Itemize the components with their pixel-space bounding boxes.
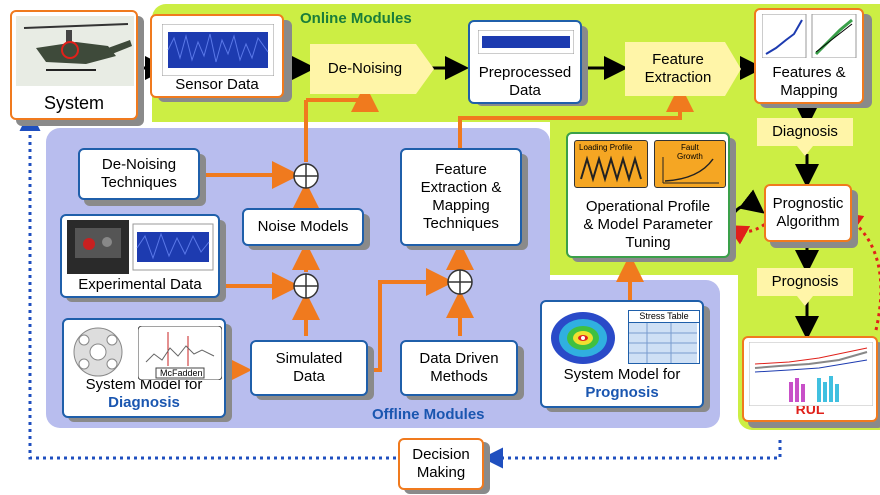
experimental-data-box: Experimental Data bbox=[60, 214, 220, 298]
features-mapping-plots bbox=[762, 14, 857, 58]
fe-techniques-label-3: Mapping bbox=[432, 197, 490, 214]
datadriven-label-2: Methods bbox=[430, 368, 488, 385]
simulated-label-2: Data bbox=[293, 368, 325, 385]
arrow-simulated-to-sum3 bbox=[368, 268, 454, 372]
rul-chart bbox=[749, 342, 873, 406]
feature-extraction-box: Feature Extraction bbox=[625, 42, 731, 96]
diagnosis-label: Diagnosis bbox=[772, 123, 838, 140]
decision-label-2: Making bbox=[416, 464, 466, 481]
prognostic-algorithm-box: Prognostic Algorithm bbox=[764, 184, 852, 242]
sysmodel-prog-label-1: System Model for bbox=[563, 366, 681, 383]
features-mapping-box: Features & Mapping bbox=[754, 8, 864, 104]
datadriven-label-1: Data Driven bbox=[419, 350, 499, 367]
helicopter-icon bbox=[16, 16, 134, 86]
system-label: System bbox=[43, 93, 104, 113]
stress-contour-plot bbox=[551, 312, 615, 364]
fe-techniques-label-2: Extraction & bbox=[420, 179, 502, 196]
experimental-label: Experimental Data bbox=[78, 276, 202, 293]
red-feedback-prognostic-to-operational bbox=[726, 218, 772, 245]
gear-system-diagram bbox=[73, 327, 123, 377]
dn-techniques-label-1: De-Noising bbox=[101, 156, 177, 173]
decision-label-1: Decision bbox=[412, 446, 470, 463]
blue-loop-rul-to-decision bbox=[482, 440, 782, 469]
fe-techniques-label-1: Feature bbox=[435, 161, 487, 178]
system-box: System bbox=[10, 10, 138, 120]
features-mapping-label-2: Mapping bbox=[780, 82, 838, 99]
diagnosis-box: Diagnosis bbox=[757, 118, 853, 146]
prognostic-label-2: Algorithm bbox=[776, 213, 840, 230]
sensor-data-label: Sensor Data bbox=[175, 76, 259, 93]
denoising-box: De-Noising bbox=[310, 44, 420, 94]
noise-models-box: Noise Models bbox=[242, 208, 364, 246]
fault-growth-curve bbox=[662, 157, 719, 184]
denoising-label: De-Noising bbox=[327, 60, 403, 77]
sum-node-1 bbox=[293, 163, 319, 189]
preprocessed-label-2: Data bbox=[509, 82, 541, 99]
loading-profile-wave bbox=[580, 155, 642, 183]
blue-loop-decision-to-system bbox=[19, 110, 396, 460]
fault-growth-panel: Fault Growth bbox=[654, 140, 726, 188]
stress-table-grid bbox=[629, 323, 697, 363]
sensor-data-box: Sensor Data bbox=[150, 14, 284, 98]
sysmodel-diag-label-1: System Model for bbox=[85, 376, 203, 393]
stress-table: Stress Table bbox=[628, 310, 700, 364]
prognosis-callout-shape bbox=[757, 268, 853, 306]
fault-growth-label-1: Fault bbox=[681, 143, 699, 152]
sysmodel-diag-label-2: Diagnosis bbox=[108, 394, 180, 411]
preprocessed-signal-plot bbox=[478, 30, 574, 54]
feature-extraction-arrow-shape bbox=[625, 42, 741, 96]
denoising-techniques-box: De-Noising Techniques bbox=[78, 148, 200, 200]
denoising-arrow-shape bbox=[310, 44, 434, 94]
sysmodel-prog-label-2: Prognosis bbox=[585, 384, 659, 401]
loading-profile-panel: Loading Profile bbox=[574, 140, 648, 188]
feature-extraction-label-2: Extraction bbox=[644, 69, 712, 86]
features-mapping-label-1: Features & bbox=[772, 64, 846, 81]
data-driven-methods-box: Data Driven Methods bbox=[400, 340, 518, 396]
noise-models-label: Noise Models bbox=[257, 218, 349, 235]
simulated-label-1: Simulated bbox=[275, 350, 343, 367]
online-modules-title: Online Modules bbox=[300, 10, 412, 27]
operational-label-3: Tuning bbox=[625, 234, 671, 251]
preprocessed-label-1: Preprocessed bbox=[478, 64, 572, 81]
arrow-fetechniques-to-feature bbox=[458, 84, 694, 148]
preprocessed-data-box: Preprocessed Data bbox=[468, 20, 582, 104]
prognosis-label: Prognosis bbox=[771, 273, 839, 290]
rul-box: RUL bbox=[742, 336, 878, 422]
offline-modules-title: Offline Modules bbox=[372, 406, 485, 423]
mcfadden-model-figure bbox=[138, 326, 222, 380]
feature-extraction-label-1: Feature bbox=[652, 51, 704, 68]
diagnosis-callout-shape bbox=[757, 118, 853, 156]
operational-label-1: Operational Profile bbox=[585, 198, 711, 215]
stress-table-title: Stress Table bbox=[629, 311, 699, 323]
system-model-prognosis-box: Stress Table System Model for Prognosis bbox=[540, 300, 704, 408]
dn-techniques-label-2: Techniques bbox=[101, 174, 177, 191]
fault-growth-label-2: Growth bbox=[677, 152, 703, 161]
experimental-images bbox=[67, 220, 214, 274]
fe-mapping-techniques-box: Feature Extraction & Mapping Techniques bbox=[400, 148, 522, 246]
decision-making-box: Decision Making bbox=[398, 438, 484, 490]
fe-techniques-label-4: Techniques bbox=[423, 215, 499, 232]
mcfadden-label: McFadden bbox=[160, 368, 203, 378]
operational-profile-box: Loading Profile Fault Growth Operational… bbox=[566, 132, 730, 258]
sum-node-3 bbox=[447, 269, 473, 295]
simulated-data-box: Simulated Data bbox=[250, 340, 368, 396]
system-model-diagnosis-box: McFadden System Model for Diagnosis bbox=[62, 318, 226, 418]
operational-label-2: & Model Parameter bbox=[583, 216, 713, 233]
prognosis-box: Prognosis bbox=[757, 268, 853, 296]
loading-profile-label: Loading Profile bbox=[579, 143, 633, 152]
sum-node-2 bbox=[293, 273, 319, 299]
sensor-signal-plot bbox=[162, 24, 274, 76]
prognostic-label-1: Prognostic bbox=[772, 195, 844, 212]
